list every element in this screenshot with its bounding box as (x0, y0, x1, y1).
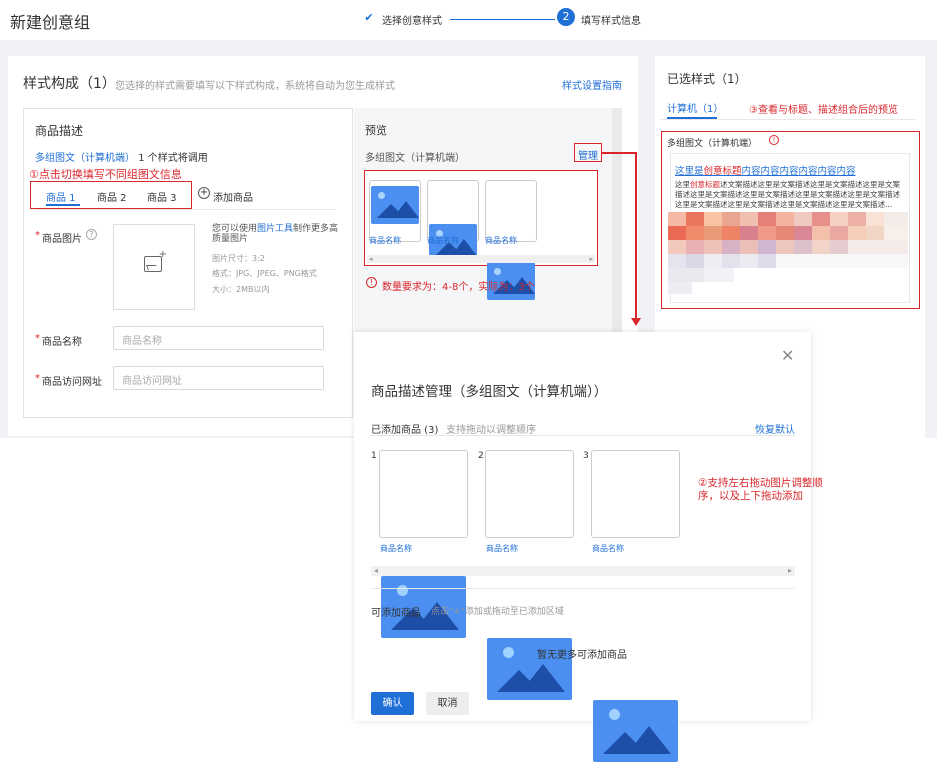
style-usage: 多组图文（计算机端） 1 个样式将调用 (35, 149, 208, 164)
added-hint: 支持拖动以调整顺序 (446, 425, 536, 436)
quantity-warning: 数量要求为：4-8个，实际为：3个 (382, 282, 535, 293)
image-label: 商品图片 (42, 234, 82, 245)
desc-panel-title: 商品描述 (35, 124, 84, 138)
style-usage-suffix: 1 个样式将调用 (138, 153, 208, 164)
ad-title: 这里是创意标题内容内容内容内容内容内容 (675, 166, 856, 177)
page-title: 新建创意组 (10, 13, 91, 32)
preview-item-name: 商品名称 (427, 236, 459, 245)
preview-item-name: 商品名称 (485, 236, 517, 245)
step-2-label: 填写样式信息 (581, 16, 641, 27)
item-index: 2 (478, 451, 484, 461)
modal-title: 商品描述管理（多组图文（计算机端）） (371, 384, 608, 400)
item-index: 3 (583, 451, 589, 461)
style-section-title: 样式构成（1） (23, 76, 116, 92)
tabs-highlight (30, 181, 192, 209)
item-index: 1 (371, 451, 377, 461)
url-input[interactable]: 商品访问网址 (113, 366, 324, 390)
image-placeholder-icon (487, 262, 535, 300)
manage-link[interactable]: 管理 (578, 151, 598, 162)
modal-item-2[interactable] (485, 450, 574, 538)
style-section-hint: 您选择的样式需要填写以下样式构成，系统将自动为您生成样式 (115, 81, 395, 92)
empty-message: 暂无更多可添加商品 (537, 650, 627, 661)
warning-icon: ! (366, 277, 377, 288)
arrow-down-icon (631, 318, 641, 326)
modal-item-1[interactable] (379, 450, 468, 538)
active-tab-indicator (667, 117, 717, 119)
tab-item-1[interactable]: 商品 1 (46, 193, 76, 204)
annotation-1: ①点击切换填写不同组图文信息 (29, 168, 182, 181)
confirm-button[interactable]: 确认 (371, 692, 414, 715)
image-format-text: 格式：JPG、JPEG、PNG格式 (212, 269, 317, 278)
ad-description: 这里创意标题述文案描述这里是文案描述这里是文案描述这里是文案描述这里是文案描述这… (675, 180, 900, 209)
restore-default-link[interactable]: 恢复默认 (755, 425, 795, 436)
name-input[interactable]: 商品名称 (113, 326, 324, 350)
required-mark: * (35, 333, 40, 344)
modal-item-name: 商品名称 (380, 544, 412, 553)
active-tab-indicator (46, 204, 80, 206)
available-hint: 点击"+"添加或拖动至已添加区域 (431, 607, 564, 617)
image-placeholder-icon (381, 576, 466, 638)
image-tip: 您可以使用图片工具制作更多高质量图片 (212, 224, 339, 244)
selected-style-title: 已选样式（1） (667, 72, 747, 86)
add-item-button[interactable]: 添加商品 (213, 193, 253, 204)
required-mark: * (35, 373, 40, 384)
warning-icon: ! (769, 135, 779, 145)
step-1-label[interactable]: 选择创意样式 (382, 16, 442, 27)
guide-link[interactable]: 样式设置指南 (562, 81, 622, 92)
tab-divider (660, 119, 916, 120)
available-label: 可添加商品 (371, 608, 421, 619)
preview-item-3 (485, 180, 537, 242)
preview-item-name: 商品名称 (369, 236, 401, 245)
connector-line (635, 152, 637, 320)
image-size-text: 图片尺寸：3:2 (212, 254, 265, 263)
modal-divider (371, 588, 795, 589)
preview-subtitle: 多组图文（计算机端） (365, 153, 465, 164)
preview-horizontal-scrollbar[interactable]: ◂ ▸ (367, 255, 595, 263)
manage-highlight (574, 143, 602, 162)
tabs-divider (35, 209, 335, 210)
close-icon[interactable]: ✕ (781, 346, 795, 365)
preview-title: 预览 (365, 124, 387, 137)
image-upload-box[interactable] (113, 224, 195, 310)
name-label: 商品名称 (42, 337, 82, 348)
step-connector (450, 19, 555, 20)
modal-item-3[interactable] (591, 450, 680, 538)
annotation-2: ②支持左右拖动图片调整顺序，以及上下拖动添加 (698, 477, 823, 502)
tab-item-3[interactable]: 商品 3 (147, 193, 177, 204)
modal-divider (371, 435, 795, 436)
url-label: 商品访问网址 (42, 377, 102, 388)
blurred-image-area (668, 212, 908, 300)
preview-card-title: 多组图文（计算机端） (667, 139, 758, 149)
add-circle-icon[interactable]: + (198, 187, 210, 199)
required-mark: * (35, 230, 40, 241)
image-tool-link[interactable]: 图片工具 (257, 224, 294, 234)
tab-item-2[interactable]: 商品 2 (97, 193, 127, 204)
preview-scrollbar[interactable] (612, 108, 622, 332)
image-placeholder-icon (429, 224, 477, 262)
top-bar (0, 0, 937, 40)
modal-item-name: 商品名称 (592, 544, 624, 553)
cancel-button[interactable]: 取消 (426, 692, 469, 715)
image-placeholder-icon (593, 700, 678, 762)
style-link[interactable]: 多组图文（计算机端） (35, 153, 135, 164)
image-maxsize-text: 大小：2MB以内 (212, 285, 270, 294)
annotation-3: ③查看与标题、描述组合后的预览 (749, 105, 898, 116)
modal-horizontal-scrollbar[interactable]: ◂ ▸ (371, 566, 795, 576)
help-icon[interactable]: ? (86, 229, 97, 240)
add-image-icon: + (144, 250, 167, 272)
added-label: 已添加商品 (3) (371, 425, 439, 436)
tab-computer[interactable]: 计算机（1） (667, 104, 724, 115)
step-2-number: 2 (557, 8, 575, 26)
modal-item-name: 商品名称 (486, 544, 518, 553)
image-placeholder-icon (487, 638, 572, 700)
image-placeholder-icon (371, 186, 419, 224)
check-icon: ✔ (364, 11, 374, 24)
connector-line (602, 152, 636, 154)
